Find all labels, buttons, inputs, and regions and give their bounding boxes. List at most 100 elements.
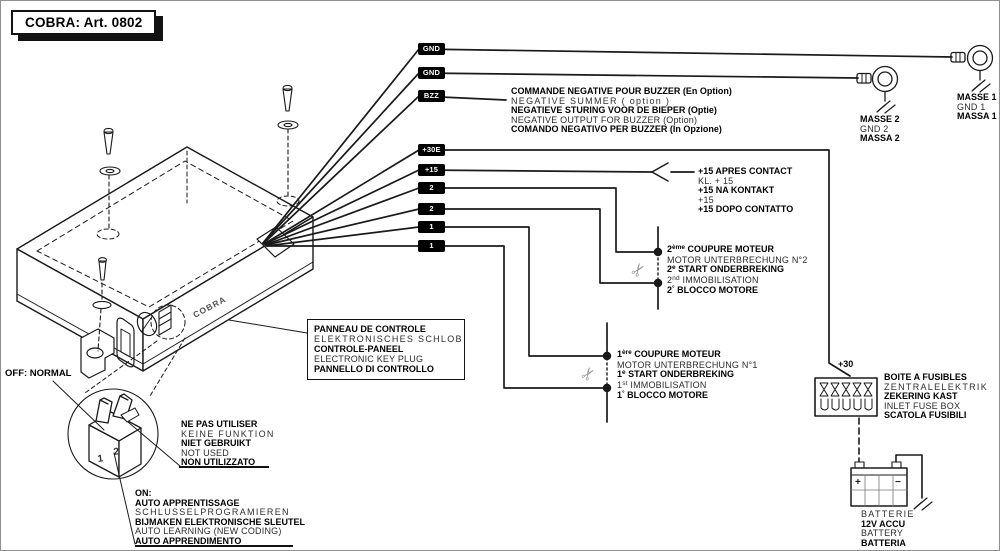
cut2-note: 2ème COUPURE MOTEUR MOTOR UNTERBRECHUNG … <box>667 244 808 297</box>
note-line-it: NON UTILIZZATO <box>181 457 256 468</box>
note-line-de: KEINE FUNKTION <box>181 428 275 439</box>
wire-label-1b: 1 <box>418 240 445 252</box>
txt: IMMOBILISATION <box>679 274 759 285</box>
on-mode-underline <box>135 545 293 547</box>
scissors-icon: ✂ <box>627 259 651 282</box>
battery-note: BATTERIE 12V ACCU BATTERY BATTERIA <box>861 509 915 548</box>
note-line-nl: 2e START ONDERBREKING <box>667 264 808 276</box>
plus15-note: +15 APRES CONTACT KL. + 15 +15 NA KONTAK… <box>698 166 794 215</box>
note-line-fr: MASSE 1 <box>957 92 997 102</box>
note-line-de: NEGATIVE SUMMER ( option ) <box>511 95 671 106</box>
switch-number-1: 1 <box>97 453 104 465</box>
note-line-en: AUTO LEARNING (NEW CODING) <box>135 526 282 537</box>
txt: 1 <box>617 349 623 359</box>
note-line-en: NEGATIVE OUTPUT FOR BUZZER (Option) <box>511 114 698 125</box>
connection-dot <box>602 383 612 393</box>
wire-label-15: +15 <box>418 164 445 176</box>
note-line-de: MOTOR UNTERBRECHUNG N°1 <box>617 359 758 370</box>
ground-icon <box>913 497 933 511</box>
wire-plus15 <box>418 169 653 173</box>
note-line-fr: +15 APRES CONTACT <box>698 166 793 176</box>
note-line-de: ZENTRALELEKTRIK <box>884 381 989 392</box>
note-line-en: 2nd IMMOBILISATION <box>667 274 808 287</box>
note-line-de: MOTOR UNTERBRECHUNG N°2 <box>667 254 808 265</box>
note-line-fr: 1ère COUPURE MOTEUR <box>617 349 758 361</box>
txt-sup: nd <box>672 274 680 282</box>
txt: BLOCCO MOTORE <box>674 285 758 296</box>
screw-icon <box>276 84 300 207</box>
txt: START ONDERBREKING <box>625 369 734 380</box>
note-line-it: BATTERIA <box>861 537 906 548</box>
note-line-nl: ZEKERING KAST <box>884 391 958 402</box>
txt: 1 <box>617 369 623 380</box>
note-line-en: 1st IMMOBILISATION <box>617 380 758 392</box>
ring-terminal-icon <box>950 44 994 93</box>
connection-dot <box>602 351 612 361</box>
battery-minus-sign: − <box>895 477 901 488</box>
title-box: COBRA: Art. 0802 <box>11 10 157 35</box>
wire-label-2a: 2 <box>418 182 445 194</box>
cut-point-1: ✂ <box>577 322 612 423</box>
note-line-en: GND 2 <box>860 123 889 134</box>
note-line-on: ON: <box>135 488 152 498</box>
txt: COUPURE MOTEUR <box>685 244 775 254</box>
lock-oval-icon <box>136 311 158 337</box>
plus15-arrowhead <box>651 162 669 182</box>
mounting-bracket-icon <box>80 328 115 379</box>
scissors-icon: ✂ <box>577 363 601 386</box>
key-recess <box>116 317 135 368</box>
note-line-en: ELECTRONIC KEY PLUG <box>314 354 424 364</box>
note-line-it: MASSA 1 <box>957 111 997 122</box>
note-line-nl: BIJMAKEN ELEKTRONISCHE SLEUTEL <box>135 516 306 527</box>
unit-inner-rim <box>36 160 294 308</box>
off-normal-label: OFF: NORMAL <box>5 368 72 379</box>
note-line-en: GND 1 <box>957 101 986 112</box>
note-line-nl: +15 NA KONTAKT <box>698 185 775 196</box>
wire-fan <box>262 48 420 247</box>
note-line-nl: NEGATIEVE STURING VOOR DE BIEPER (Optie) <box>511 105 717 116</box>
wire-gnd1 <box>418 48 953 58</box>
dip-switch-icon <box>88 393 142 478</box>
note-line-fr: PANNEAU DE CONTROLE <box>314 324 426 334</box>
note-line-it: PANNELLO DI CONTROLLO <box>314 364 434 374</box>
note-line-it: COMANDO NEGATIVO PER BUZZER (In Opzione) <box>511 124 722 135</box>
battery-plus-sign: + <box>855 477 861 488</box>
note-line-en: +15 <box>698 194 714 205</box>
battery-icon: + − <box>850 454 933 511</box>
wire-label-gnd-2: GND <box>418 67 445 79</box>
cut1-note: 1ère COUPURE MOTEUR MOTOR UNTERBRECHUNG … <box>617 349 758 402</box>
key-plug-icon <box>150 304 186 340</box>
callout-dash <box>84 340 158 394</box>
txt-sup: ° <box>672 285 675 293</box>
note-line-it: 1° BLOCCO MOTORE <box>617 390 758 402</box>
unit-front-face <box>142 216 314 372</box>
note-line-it: +15 DOPO CONTATTO <box>698 204 794 215</box>
notused-callout-line <box>127 421 181 467</box>
wire-label-1a: 1 <box>418 221 445 233</box>
panel-note-box: PANNEAU DE CONTROLE ELEKTRONISCHES SCHLO… <box>307 319 465 380</box>
wire-gnd2 <box>418 72 859 79</box>
on-mode-note: ON: AUTO APPRENTISSAGE SCHLUSSELPROGRAMI… <box>135 488 306 547</box>
connection-dot <box>653 247 663 257</box>
screw-icon <box>92 257 112 352</box>
note-line-fr: MASSE 2 <box>860 114 900 124</box>
wire-label-2b: 2 <box>418 203 445 215</box>
note-line-nl: CONTROLE-PANEEL <box>314 344 404 354</box>
ground-icon <box>971 79 991 93</box>
ring-terminal-icon <box>856 65 899 114</box>
txt: 2 <box>667 264 673 275</box>
note-line-en: INLET FUSE BOX <box>884 400 961 411</box>
masse1-note: MASSE 1 GND 1 MASSA 1 <box>957 92 997 122</box>
txt-sup: ère <box>622 349 632 356</box>
plus30-label: +30 <box>838 359 854 369</box>
battery-minus-wire <box>895 454 923 499</box>
wire-cut2-b <box>418 208 656 284</box>
note-line-de: SCHLUSSELPROGRAMIEREN <box>135 507 290 518</box>
note-line-it: AUTO APPRENDIMENTO <box>135 535 242 546</box>
note-line-fr: AUTO APPRENTISSAGE <box>135 497 240 508</box>
not-used-note: NE PAS UTILISER KEINE FUNKTION NIET GEBR… <box>181 419 275 468</box>
txt: 2 <box>667 274 673 285</box>
txt-sup: e <box>622 369 626 377</box>
